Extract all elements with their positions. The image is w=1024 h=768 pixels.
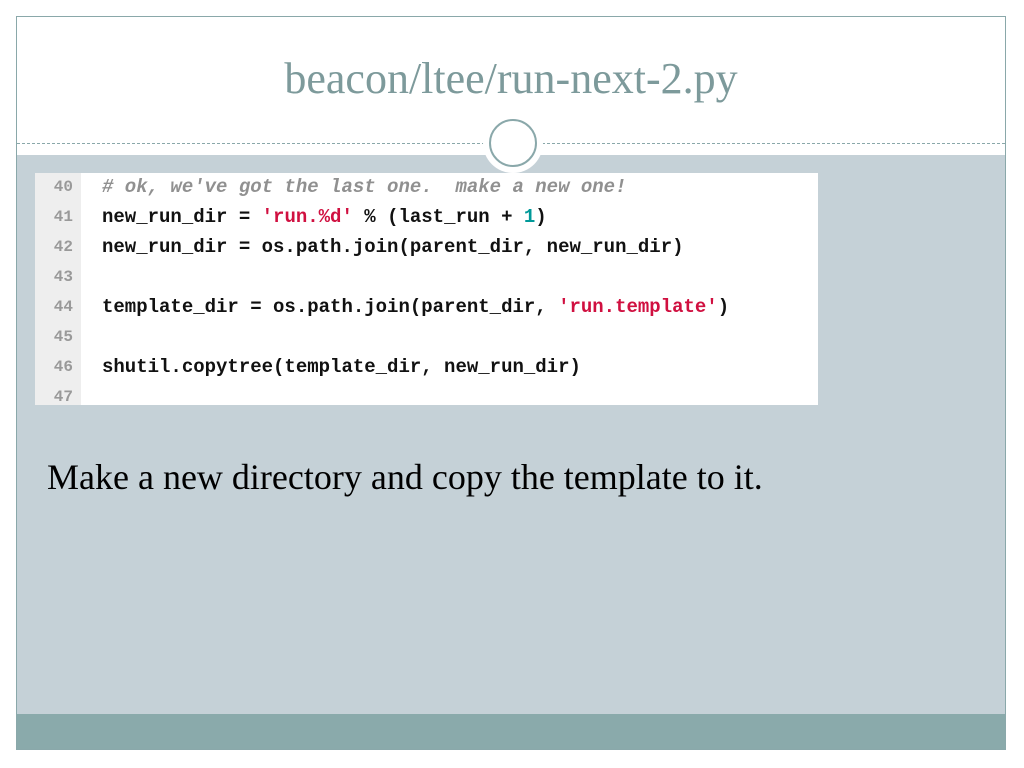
code-token-plain: new_run_dir =	[102, 206, 262, 228]
code-line: 46 shutil.copytree(template_dir, new_run_…	[35, 352, 818, 382]
code-line: 42 new_run_dir = os.path.join(parent_dir,…	[35, 232, 818, 262]
circle-ring-icon	[483, 113, 543, 173]
line-code: # ok, we've got the last one. make a new…	[102, 172, 627, 202]
circle-ring-inner	[489, 119, 537, 167]
code-line: 40 # ok, we've got the last one. make a n…	[35, 172, 818, 202]
code-token-plain: shutil.copytree(template_dir, new_run_di…	[102, 356, 581, 378]
line-code: new_run_dir = os.path.join(parent_dir, n…	[102, 232, 684, 262]
code-token-plain: template_dir = os.path.join(parent_dir,	[102, 296, 559, 318]
code-line: 43	[35, 262, 818, 292]
code-token-number: 1	[523, 206, 536, 228]
slide-title: beacon/ltee/run-next-2.py	[284, 54, 738, 103]
line-number: 40	[53, 178, 73, 196]
line-number: 45	[53, 328, 73, 346]
code-token-string: 'run.template'	[558, 296, 718, 318]
code-token-string: 'run.%d'	[261, 206, 353, 228]
code-line: 44 template_dir = os.path.join(parent_dir…	[35, 292, 818, 322]
code-token-plain: % (last_run +	[352, 206, 524, 228]
code-token-plain: )	[717, 296, 730, 318]
line-number: 46	[53, 358, 73, 376]
footer-bar	[17, 714, 1005, 749]
line-number: 44	[53, 298, 73, 316]
slide-caption: Make a new directory and copy the templa…	[47, 457, 763, 497]
code-line: 47	[35, 382, 818, 412]
line-number: 43	[53, 268, 73, 286]
code-token-plain: )	[535, 206, 547, 228]
code-token-comment: # ok, we've got the last one. make a new…	[102, 176, 627, 198]
line-code: template_dir = os.path.join(parent_dir, …	[102, 292, 729, 322]
line-number: 42	[53, 238, 73, 256]
code-line: 41 new_run_dir = 'run.%d' % (last_run + 1…	[35, 202, 818, 232]
line-code: shutil.copytree(template_dir, new_run_di…	[102, 352, 581, 382]
slide-frame: beacon/ltee/run-next-2.py 40 # ok, we've …	[16, 16, 1006, 750]
line-number: 41	[53, 208, 73, 226]
line-number: 47	[53, 388, 73, 406]
code-snippet: 40 # ok, we've got the last one. make a n…	[35, 172, 818, 406]
code-token-plain: new_run_dir = os.path.join(parent_dir, n…	[102, 236, 684, 258]
code-line: 45	[35, 322, 818, 352]
line-number-gutter	[35, 173, 81, 405]
line-code: new_run_dir = 'run.%d' % (last_run + 1)	[102, 202, 547, 232]
